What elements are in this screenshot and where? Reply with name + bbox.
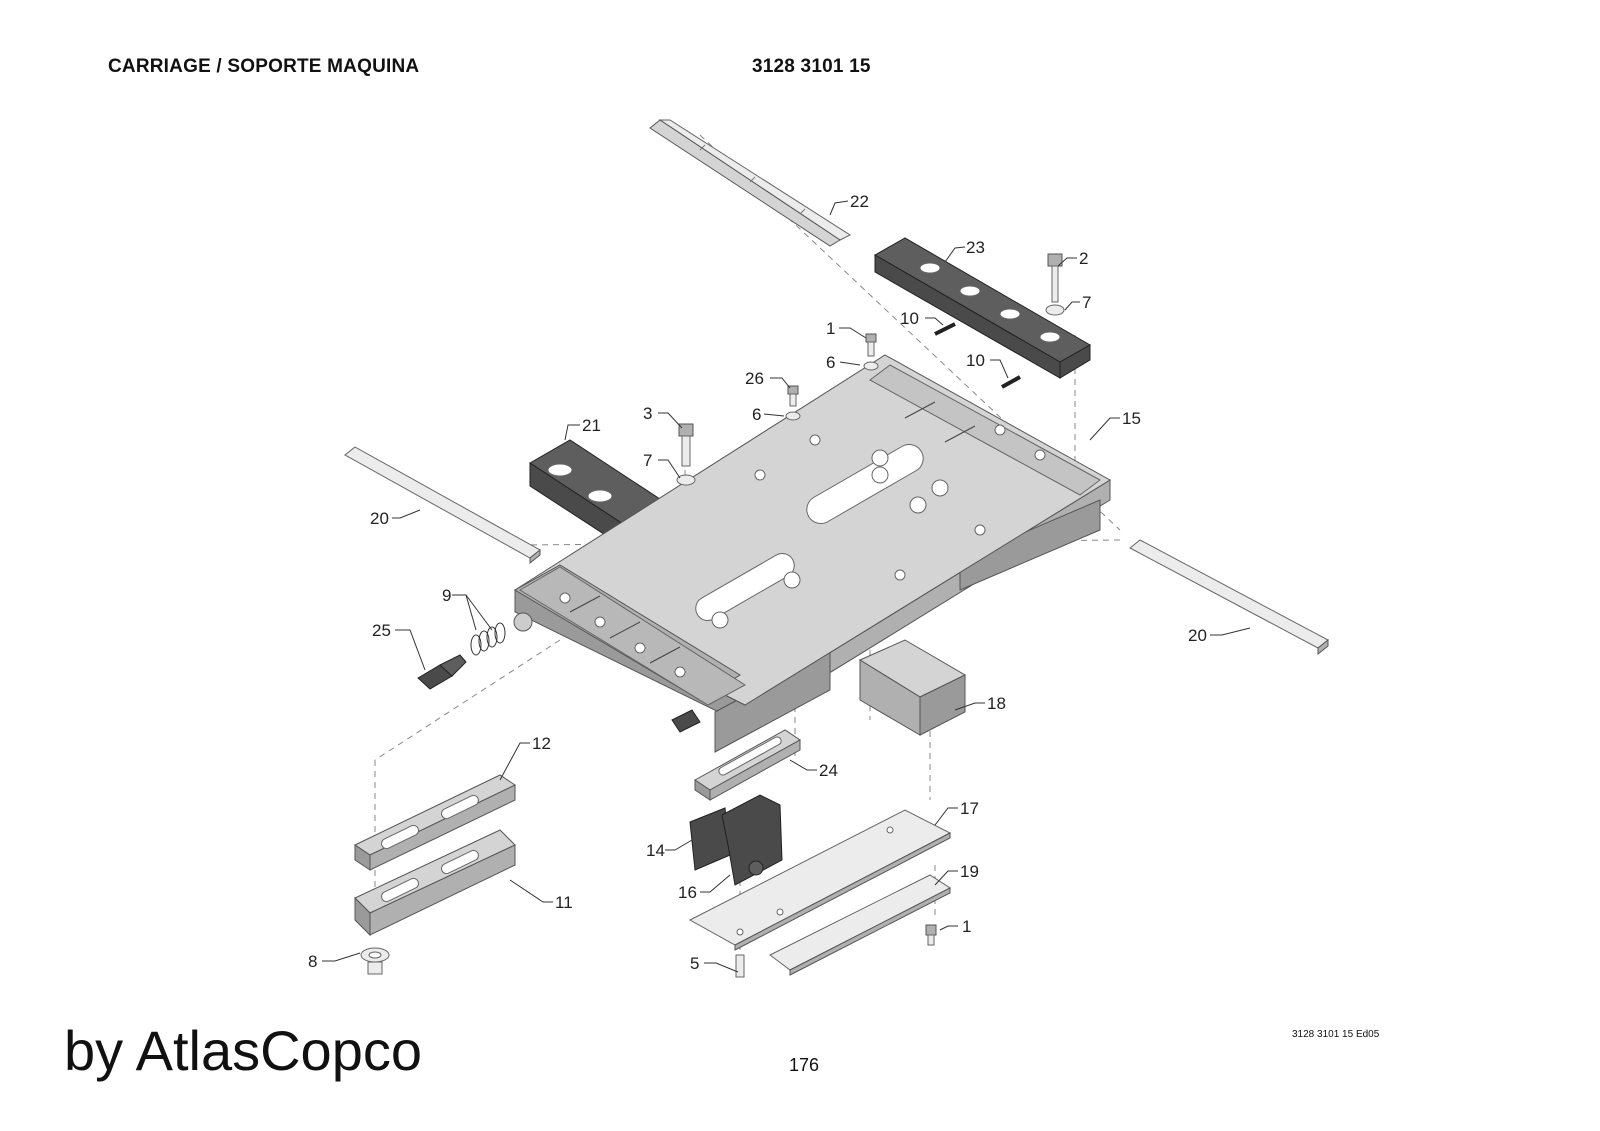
part-24-slotted-plate [694, 729, 801, 801]
callout-11: 11 [555, 893, 573, 912]
brand-watermark: by AtlasCopco [64, 1019, 422, 1082]
part-17-19-flat-plates [688, 809, 952, 978]
callout-10: 10 [900, 309, 919, 328]
callout-7: 7 [1082, 293, 1091, 312]
callout-24: 24 [819, 761, 838, 780]
callout-6: 6 [826, 353, 835, 372]
page-title: CARRIAGE / SOPORTE MAQUINA [108, 56, 420, 77]
callout-25: 25 [372, 621, 391, 640]
callout-22: 22 [850, 192, 869, 211]
part-22-rail [649, 119, 852, 247]
part-20-side-strips [344, 446, 1329, 656]
callout-23: 23 [966, 238, 985, 257]
callout-19: 19 [960, 862, 979, 881]
part-23-clamp-bar [873, 237, 1092, 379]
callout-2: 2 [1079, 249, 1088, 268]
part-15-carriage-plate [513, 354, 1111, 753]
callout-14: 14 [646, 841, 665, 860]
part-12-11-slide-pads [353, 774, 517, 975]
callout-8: 8 [308, 952, 317, 971]
callout-20: 20 [1188, 626, 1207, 645]
callout-17: 17 [960, 799, 979, 818]
edition-code: 3128 3101 15 Ed05 [1292, 1029, 1380, 1040]
callout-3: 3 [643, 404, 652, 423]
part-14-16-wedge-blocks [689, 794, 783, 886]
callout-16: 16 [678, 883, 697, 902]
callout-6: 6 [752, 405, 761, 424]
callout-18: 18 [987, 694, 1006, 713]
callout-10: 10 [966, 351, 985, 370]
part-18-bracket [858, 639, 967, 736]
callout-1: 1 [826, 319, 835, 338]
callout-1: 1 [962, 917, 971, 936]
callout-labels: 22 23 2 7 10 1 6 10 26 6 3 21 15 7 20 9 … [308, 192, 1207, 973]
callout-12: 12 [532, 734, 551, 753]
callout-21: 21 [582, 416, 601, 435]
callout-5: 5 [690, 954, 699, 973]
part-number: 3128 3101 15 [752, 56, 871, 77]
callout-7: 7 [643, 451, 652, 470]
callout-20: 20 [370, 509, 389, 528]
callout-26: 26 [745, 369, 764, 388]
fasteners-top [676, 253, 1065, 486]
callout-15: 15 [1122, 409, 1141, 428]
page-number: 176 [789, 1055, 820, 1075]
leader-lines [322, 200, 1251, 973]
callout-9: 9 [442, 586, 451, 605]
part-9-spring-part-25-stud [417, 622, 701, 733]
